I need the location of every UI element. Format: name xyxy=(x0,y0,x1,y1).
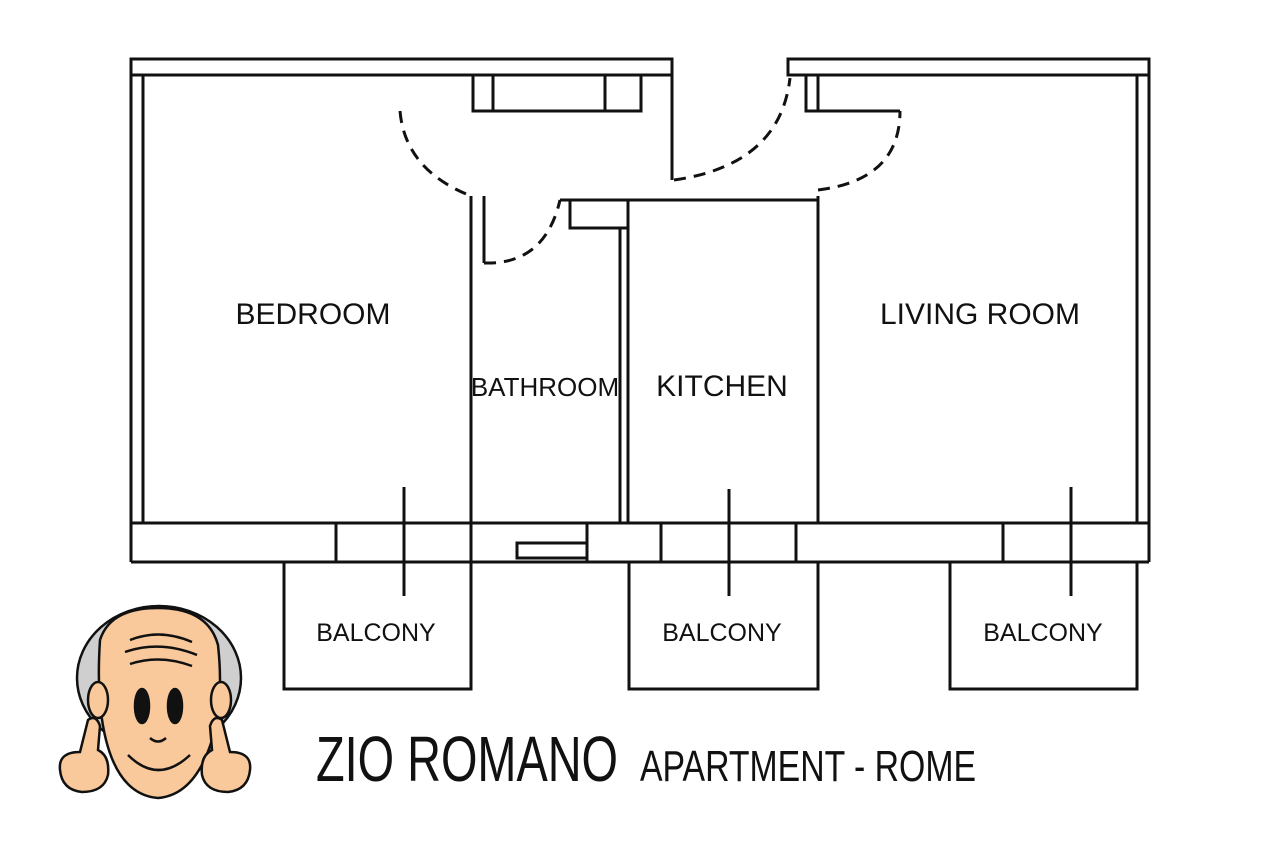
walls xyxy=(129,57,1151,691)
smiling-old-man-thumbs-up-icon xyxy=(58,604,252,800)
entrance-door-swing xyxy=(673,77,792,182)
balcony-label: BALCONY xyxy=(662,619,782,647)
living-room-label: LIVING ROOM xyxy=(880,298,1080,331)
brand-name: ZIO ROMANO xyxy=(316,723,618,795)
kitchen-label: KITCHEN xyxy=(656,370,788,403)
brand-subtitle: APARTMENT - ROME xyxy=(640,742,976,791)
bathroom-door-swing xyxy=(483,199,562,265)
bedroom-door-swing xyxy=(398,110,472,198)
bedroom-label: BEDROOM xyxy=(235,298,390,331)
balcony-label: BALCONY xyxy=(316,619,436,647)
bathroom-label: BATHROOM xyxy=(471,372,619,402)
balcony-label: BALCONY xyxy=(983,619,1103,647)
living-door-swing xyxy=(817,110,902,192)
door-swings xyxy=(398,77,902,265)
